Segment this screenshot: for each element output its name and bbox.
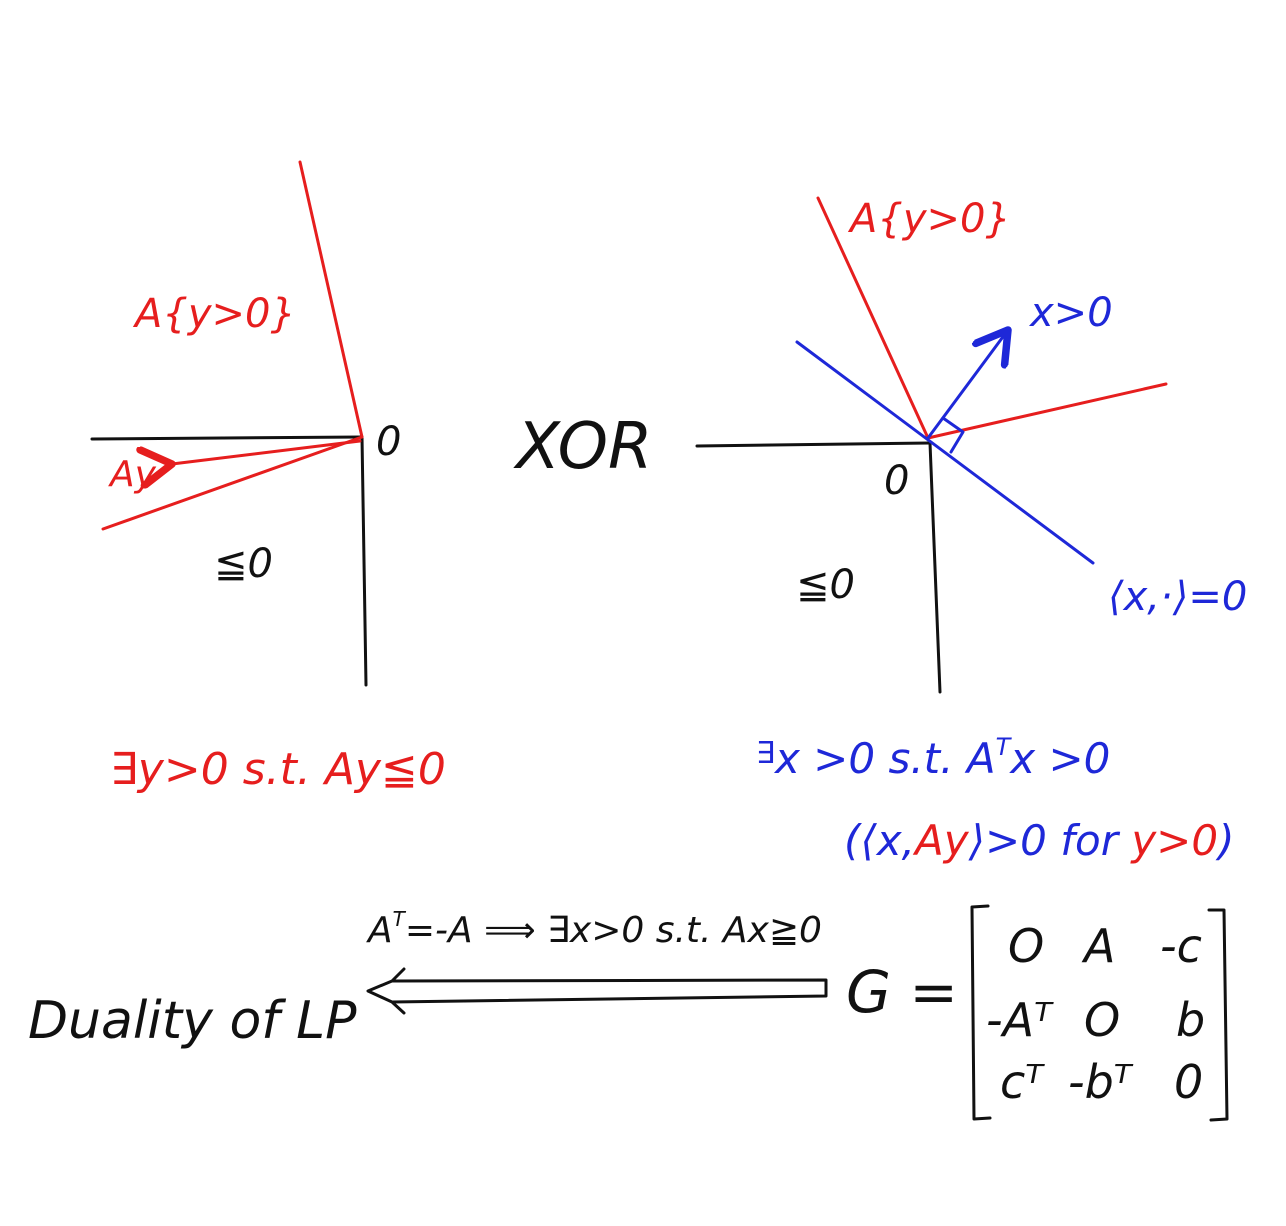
- right-origin-label: 0: [884, 458, 909, 504]
- matrix-left-bracket: [970, 904, 992, 1121]
- matrix-cell: cᵀ: [1000, 1055, 1045, 1109]
- left-origin-label: 0: [376, 419, 401, 465]
- right-statement-sup: T: [996, 733, 1013, 761]
- right-statement-end: x >0: [1008, 734, 1110, 783]
- g-label: G =: [846, 958, 958, 1026]
- left-panel: A{y>0} Ay 0 ≦0 ∃y>0 s.t. Ay≦0: [90, 160, 446, 795]
- note-y: y>0: [1129, 816, 1218, 865]
- right-cone-label: A{y>0}: [847, 196, 1011, 242]
- matrix-cell: -Aᵀ: [986, 993, 1054, 1047]
- matrix-cell: A: [1081, 919, 1115, 973]
- right-panel: A{y>0} x>0 0 ≦0 ⟨x,·⟩=0 ∃x >0 s.t. ATx >…: [695, 196, 1247, 865]
- left-region-label: ≦0: [214, 541, 273, 587]
- matrix-right-bracket: [1207, 908, 1229, 1122]
- right-angle-mark: [941, 416, 965, 454]
- bottom-section: AT=-A ⟹ ∃x>0 s.t. Ax≧0 Duality of LP G =…: [28, 904, 1229, 1122]
- right-statement-main: x >0 s.t. A: [773, 734, 996, 783]
- right-cone-upper-ray: [816, 196, 930, 440]
- implication-label: AT=-A ⟹ ∃x>0 s.t. Ax≧0: [366, 907, 822, 951]
- right-statement: ∃x >0 s.t. ATx >0: [756, 733, 1110, 783]
- right-vertical-axis: [928, 441, 942, 694]
- left-horizontal-axis: [90, 435, 364, 441]
- matrix-cell: -c: [1160, 919, 1202, 973]
- right-note: (⟨x,Ay⟩>0 for y>0): [844, 816, 1235, 865]
- left-cone-upper-ray: [298, 160, 364, 439]
- matrix-cell: b: [1176, 993, 1205, 1047]
- right-vector-label: x>0: [1028, 290, 1113, 336]
- implication-a: A: [366, 910, 393, 951]
- left-ay-vector: [172, 439, 362, 464]
- implication-sup: T: [393, 907, 407, 931]
- matrix-cell: O: [1084, 993, 1120, 1047]
- left-statement: ∃y>0 s.t. Ay≦0: [110, 744, 446, 795]
- x-vector: [926, 330, 1008, 440]
- matrix-cell: -bᵀ: [1068, 1055, 1134, 1109]
- left-vector-label: Ay: [108, 454, 157, 495]
- right-region-label: ≦0: [796, 562, 855, 608]
- note-close: ): [1215, 816, 1234, 865]
- hyperplane-line: [795, 340, 1095, 565]
- left-vertical-axis: [360, 435, 368, 687]
- right-statement-exists: ∃: [756, 736, 775, 771]
- duality-label: Duality of LP: [28, 991, 357, 1051]
- right-cone-lower-ray: [926, 382, 1168, 440]
- right-horizontal-axis: [695, 441, 932, 448]
- double-arrow: [366, 967, 828, 1015]
- left-cone-label: A{y>0}: [132, 291, 296, 337]
- hyperplane-label: ⟨x,·⟩=0: [1108, 574, 1247, 620]
- matrix-cell: O: [1008, 919, 1044, 973]
- left-cone-lower-ray: [101, 435, 364, 531]
- matrix-cell: 0: [1174, 1055, 1203, 1109]
- note-ay: Ay: [912, 816, 970, 865]
- note-mid: ⟩>0 for: [968, 816, 1132, 865]
- note-open: (⟨x,: [844, 816, 915, 865]
- xor-label: XOR: [513, 410, 652, 484]
- implication-rest: =-A ⟹ ∃x>0 s.t. Ax≧0: [405, 910, 822, 951]
